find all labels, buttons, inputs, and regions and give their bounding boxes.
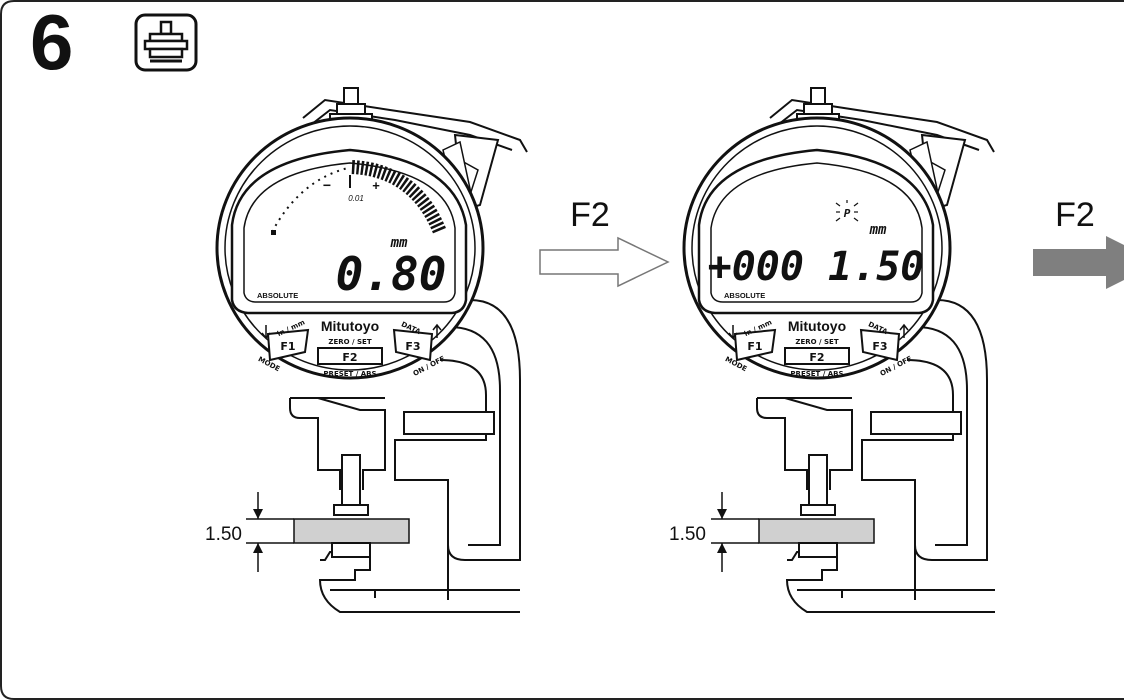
workpiece-sheet [758,518,875,544]
scale-minus-label: − [323,177,331,193]
arrow-2-label: F2 [1055,196,1095,234]
svg-text:F2: F2 [342,351,357,364]
f2-key[interactable]: F2 [784,347,850,365]
f1-key[interactable]: F1 [266,328,310,362]
gauge-frame [289,298,521,613]
settings-mode-icon [134,13,198,72]
f2-bottom-label: PRESET / ABS [323,370,376,378]
absolute-indicator: ABSOLUTE [724,291,765,300]
svg-text:F3: F3 [872,340,887,353]
thickness-label: 1.50 [205,524,242,545]
f2-bottom-label: PRESET / ABS [790,370,843,378]
spindle [333,454,369,516]
gauge-frame [756,298,995,613]
absolute-indicator: ABSOLUTE [257,291,298,300]
display-value: 0.80 [336,247,447,301]
thickness-gauge-1: 1.50 − + 0.01 mm 0.80 ABSOLUTE [205,87,528,613]
thickness-gauge-2: 1.50 P mm +000 1.50 ABSOLUTE [669,87,995,613]
dial-housing [215,116,485,380]
f2-top-label: ZERO / SET [795,338,838,346]
anvil [331,542,371,558]
f2-top-label: ZERO / SET [328,338,371,346]
step-number: 6 [30,0,74,86]
svg-text:F1: F1 [747,340,762,353]
down-arrow-icon [261,325,271,340]
thickness-dimension: 1.50 [205,492,294,572]
f1-key[interactable]: F1 [733,328,777,362]
unit-label: mm [869,222,887,238]
scale-resolution: 0.01 [348,194,364,203]
workpiece-sheet [293,518,410,544]
thickness-dimension: 1.50 [669,492,759,572]
step-arrow-2: F2 [1033,196,1124,289]
dial-housing [682,116,952,380]
arrow-1-label: F2 [570,196,610,234]
display-value: +000 1.50 [708,244,925,290]
brand-logo: Mitutoyo [321,318,379,334]
scale-plus-label: + [372,178,380,193]
svg-text:F1: F1 [280,340,295,353]
spindle [800,454,836,516]
preset-blink-icon [835,200,859,222]
svg-text:F2: F2 [809,351,824,364]
f3-key[interactable]: F3 [859,328,901,362]
up-arrow-icon [899,323,909,338]
f3-key[interactable]: F3 [392,328,434,362]
up-arrow-icon [432,323,442,338]
thickness-label: 1.50 [669,524,706,545]
step-arrow-1: F2 [539,196,670,288]
down-arrow-icon [728,325,738,340]
f2-key[interactable]: F2 [317,347,383,365]
brand-logo: Mitutoyo [788,318,846,334]
preset-indicator: P [844,207,851,220]
unit-label: mm [390,235,408,251]
anvil [798,542,838,558]
svg-text:F3: F3 [405,340,420,353]
analog-scale: − + 0.01 [271,160,447,235]
